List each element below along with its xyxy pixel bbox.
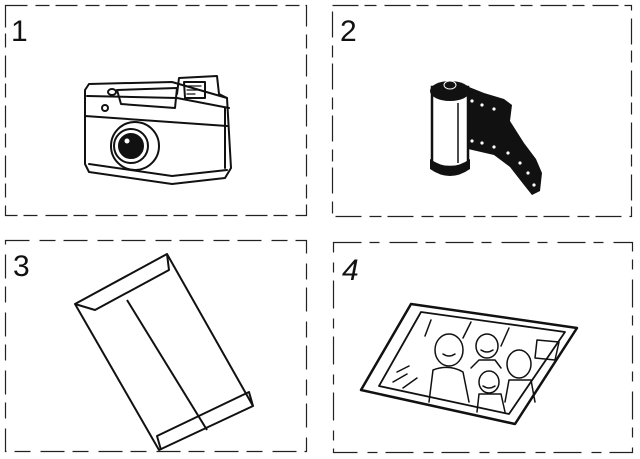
panel-4: 4: [332, 241, 634, 454]
dashed-frame: [332, 241, 634, 454]
camera-icon: [84, 75, 232, 185]
dashed-frame: [331, 4, 633, 218]
panel-number: 2: [340, 15, 357, 48]
panel-number: 3: [13, 250, 30, 283]
panel-1: 1: [4, 4, 308, 217]
panel-3: 3: [4, 239, 308, 453]
envelope-icon: [74, 253, 254, 451]
panel-number: 1: [11, 15, 28, 48]
panel-number: 4: [342, 254, 359, 287]
dashed-frame: [4, 4, 308, 217]
dashed-frame: [4, 239, 308, 453]
panel-2: 2: [331, 4, 633, 218]
film-roll-icon: [430, 80, 542, 195]
photograph-icon: [359, 302, 579, 426]
